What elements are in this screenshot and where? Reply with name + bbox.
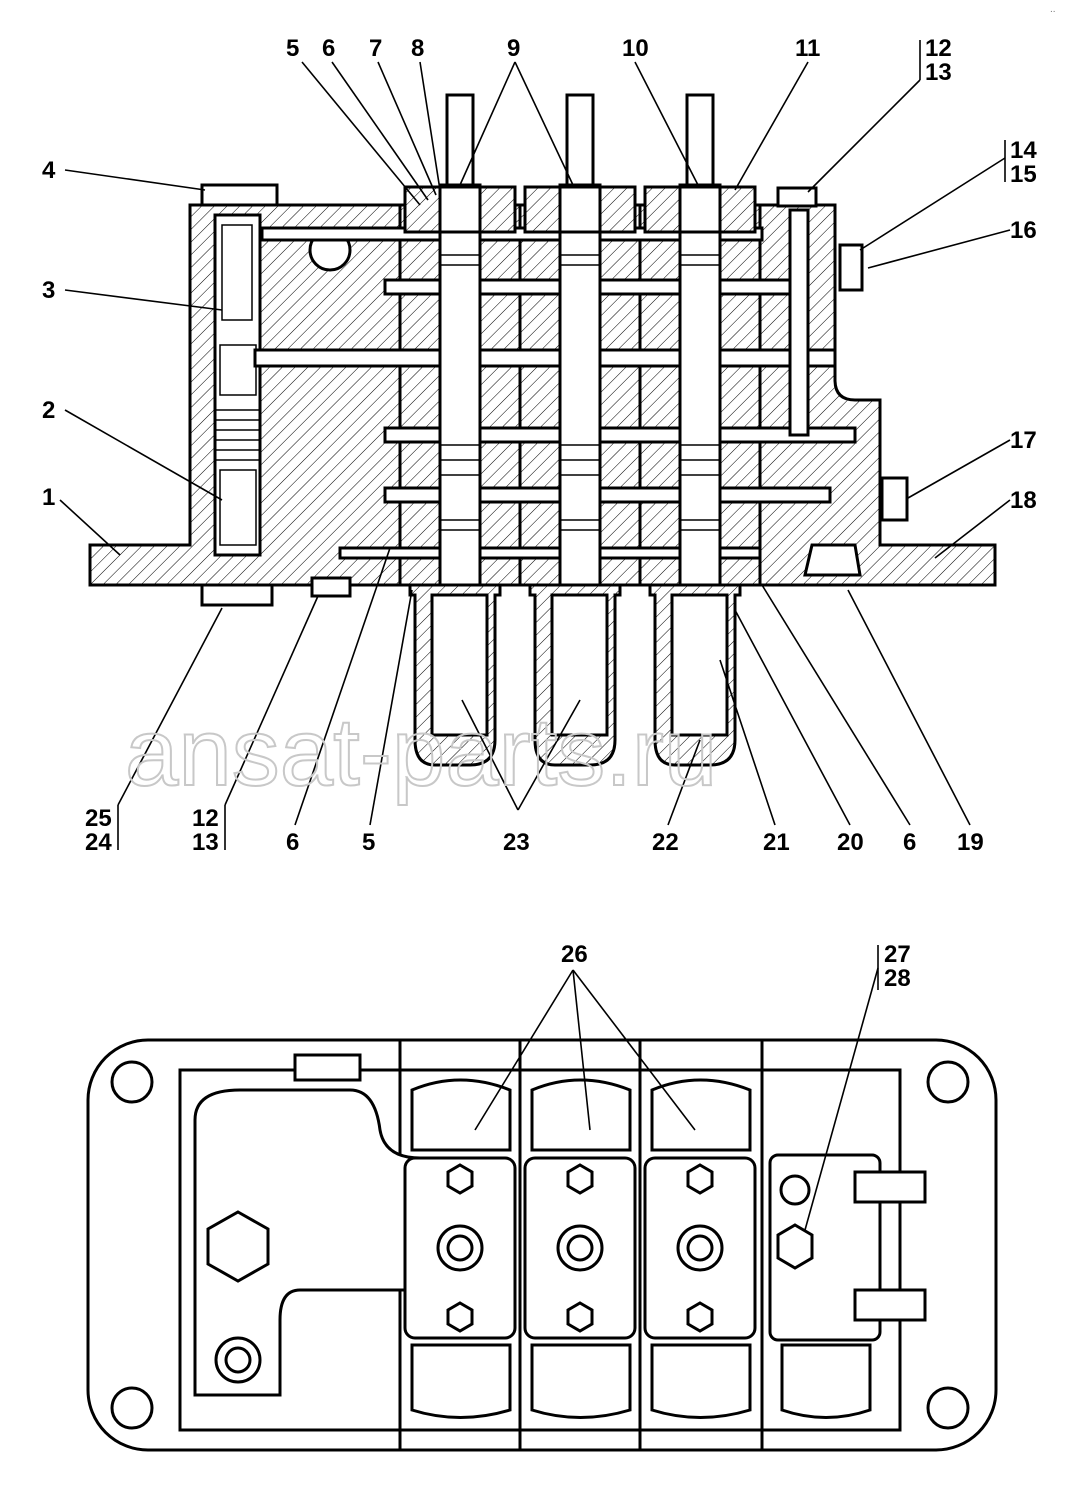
outlet-hex-plug (776, 1223, 814, 1270)
check-valve-19 (803, 543, 862, 577)
top-plug (200, 183, 279, 207)
outlet-port (779, 1174, 811, 1206)
section-face-1 (403, 1078, 517, 1419)
outlet-cap-bottom (780, 1343, 872, 1419)
mount-hole-bl (110, 1386, 154, 1430)
callout-6-top: 6 (322, 35, 335, 62)
callout-19: 19 (957, 829, 984, 856)
callout-15: 15 (1010, 161, 1037, 188)
inlet-hex-plug (206, 1210, 270, 1283)
callout-8: 8 (411, 35, 424, 62)
top-view (86, 1038, 998, 1452)
callout-21: 21 (763, 829, 790, 856)
top-fitting (776, 186, 818, 208)
corner-mark: .. (1050, 4, 1056, 15)
section-callouts: 5 6 7 8 9 10 11 12 13 4 14 15 16 3 2 17 … (42, 35, 1037, 856)
spool-1 (438, 93, 482, 587)
callout-24: 24 (85, 829, 112, 856)
callout-27: 27 (884, 941, 911, 968)
top-plug-outline (293, 1053, 362, 1082)
side-fitting-17 (880, 476, 909, 522)
callout-12-bottom: 12 (192, 805, 219, 832)
watermark-text: ansat-parts.ru (125, 699, 717, 806)
callout-1: 1 (42, 484, 55, 511)
callout-23: 23 (503, 829, 530, 856)
callout-22: 22 (652, 829, 679, 856)
spool-2 (558, 93, 602, 587)
callout-13-bottom: 13 (192, 829, 219, 856)
section-face-2 (523, 1078, 637, 1419)
callout-28: 28 (884, 965, 911, 992)
top-view-leaders (474, 945, 879, 1231)
side-fitting-bottom (853, 1288, 927, 1322)
section-view (88, 93, 997, 767)
drain-fitting (310, 576, 352, 598)
callout-5-top: 5 (286, 35, 299, 62)
side-fitting-top (853, 1170, 927, 1204)
callout-3: 3 (42, 277, 55, 304)
callout-2: 2 (42, 397, 55, 424)
callout-13-top: 13 (925, 59, 952, 86)
mount-hole-tr (926, 1060, 970, 1104)
mount-hole-tl (110, 1060, 154, 1104)
spool-3 (678, 93, 722, 587)
bottom-plug (200, 583, 274, 607)
callout-16: 16 (1010, 217, 1037, 244)
callout-7: 7 (369, 35, 382, 62)
section-face-3 (643, 1078, 757, 1419)
inlet-port-inner (224, 1346, 252, 1374)
callout-26: 26 (561, 941, 588, 968)
callout-25: 25 (85, 805, 112, 832)
mount-hole-br (926, 1386, 970, 1430)
callout-12-top: 12 (925, 35, 952, 62)
top-view-callouts: 26 27 28 (561, 941, 911, 992)
callout-6-bottom-left: 6 (286, 829, 299, 856)
callout-18: 18 (1010, 487, 1037, 514)
section-leaders (59, 40, 1011, 850)
callout-4: 4 (42, 157, 56, 184)
callout-17: 17 (1010, 427, 1037, 454)
callout-20: 20 (837, 829, 864, 856)
callout-6-bottom-right: 6 (903, 829, 916, 856)
callout-5-bottom: 5 (362, 829, 375, 856)
callout-9: 9 (507, 35, 520, 62)
callout-10: 10 (622, 35, 649, 62)
callout-11: 11 (795, 35, 820, 62)
side-fitting-16 (838, 243, 864, 292)
callout-14: 14 (1010, 137, 1037, 164)
inlet-cover (193, 1088, 422, 1397)
